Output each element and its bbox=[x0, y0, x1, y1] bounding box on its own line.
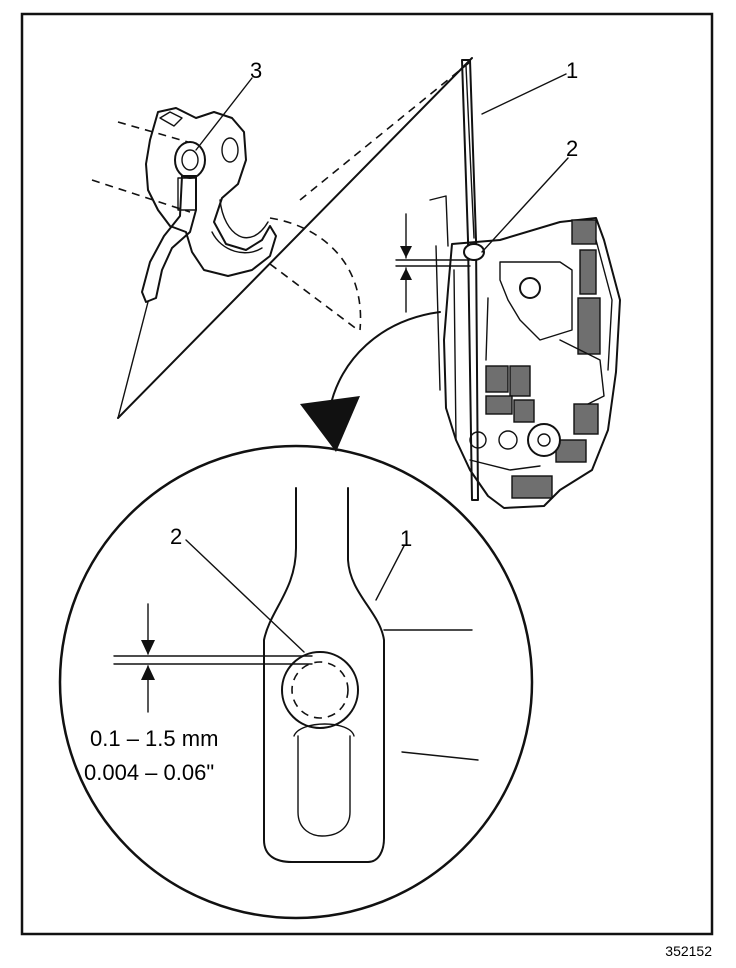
detail-clearance-dimension bbox=[113, 603, 313, 713]
dimension-imperial: 0.004 – 0.06" bbox=[84, 760, 214, 785]
cam-sweep-arc bbox=[269, 217, 362, 331]
detail-rod-and-clip bbox=[263, 487, 479, 863]
latch-mechanism bbox=[429, 59, 621, 509]
diagram-frame bbox=[20, 12, 714, 936]
dimension-metric: 0.1 – 1.5 mm bbox=[90, 726, 218, 751]
callout-1-detail: 1 bbox=[400, 526, 412, 551]
callout-1-detail-leader bbox=[375, 545, 405, 601]
lock-cam-assembly bbox=[91, 107, 277, 303]
callout-1-top-leader bbox=[481, 73, 567, 115]
callout-2-top-leader bbox=[481, 157, 569, 253]
callout-3: 3 bbox=[250, 58, 262, 83]
callout-3-leader bbox=[195, 77, 253, 151]
top-clearance-dimension bbox=[395, 213, 471, 313]
view-leader-line bbox=[117, 57, 473, 419]
detail-arrow bbox=[329, 311, 441, 409]
callout-1-top: 1 bbox=[566, 58, 578, 83]
detail-view-circle bbox=[58, 444, 534, 920]
callout-2-detail: 2 bbox=[170, 524, 182, 549]
callout-2-top: 2 bbox=[566, 136, 578, 161]
callout-2-detail-leader bbox=[185, 539, 305, 653]
figure-number: 352152 bbox=[665, 943, 712, 959]
